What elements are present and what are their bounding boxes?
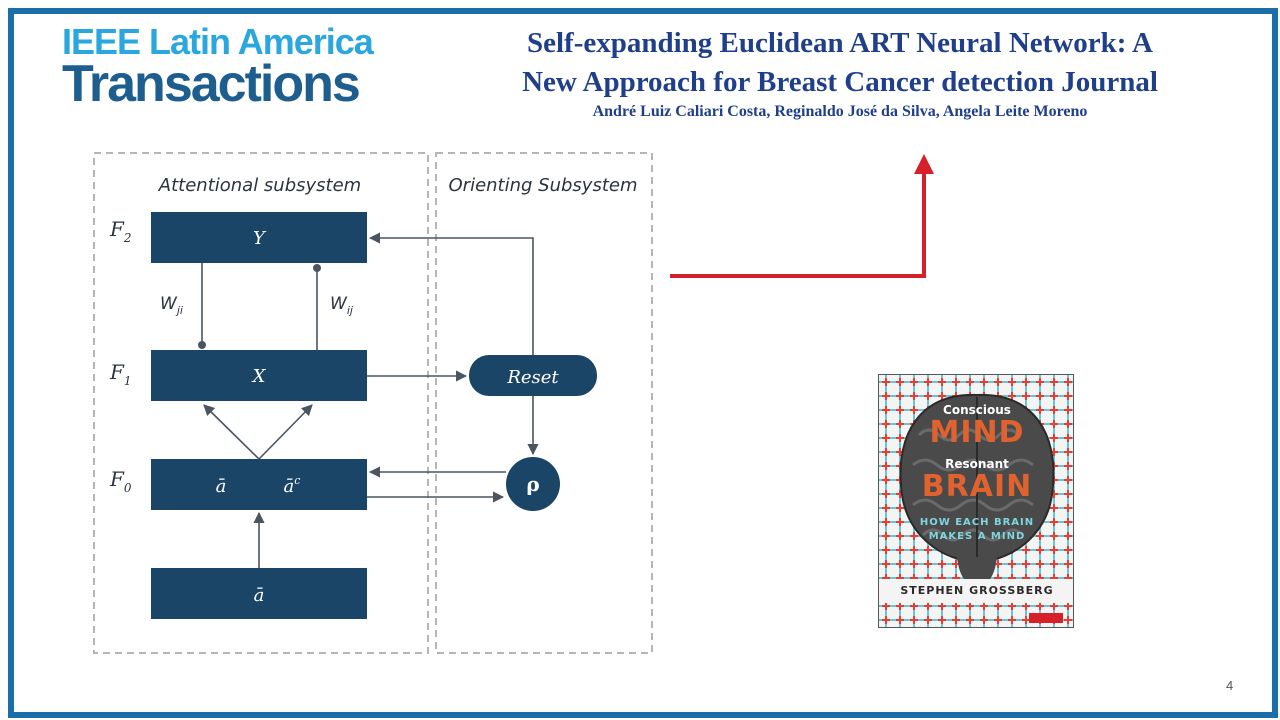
layer-f2-label: F2 bbox=[109, 217, 132, 245]
f0-box-label-a: ā bbox=[216, 476, 227, 497]
book-subtitle-1: HOW EACH BRAIN bbox=[919, 517, 1035, 528]
rho-label: ρ bbox=[526, 472, 539, 496]
weight-wji-label: Wji bbox=[160, 294, 183, 317]
orienting-subsystem-label: Orienting Subsystem bbox=[449, 175, 638, 196]
book-cover: Conscious MIND Resonant BRAIN HOW EACH B… bbox=[878, 374, 1074, 628]
title-block: Self-expanding Euclidean ART Neural Netw… bbox=[450, 24, 1230, 122]
input-box bbox=[151, 568, 367, 619]
red-pointer-arrow bbox=[670, 154, 934, 278]
book-word-conscious: Conscious bbox=[943, 403, 1011, 417]
layer-f0-label: F0 bbox=[109, 467, 132, 495]
f0-box bbox=[151, 459, 367, 510]
f1-box bbox=[151, 350, 367, 401]
logo-line-1: IEEE Latin America bbox=[62, 21, 374, 62]
arrow-f0-to-f1-right bbox=[258, 404, 313, 460]
layer-f1-label: F1 bbox=[109, 360, 132, 388]
f2-box-label: Y bbox=[253, 228, 267, 249]
reset-node bbox=[469, 355, 597, 396]
orienting-subsystem-region bbox=[435, 152, 653, 654]
f1-box-label: X bbox=[251, 366, 267, 387]
arrow-reset-to-f2 bbox=[368, 232, 534, 355]
logo-line-2: Transactions bbox=[62, 55, 361, 113]
ieee-logo: IEEE Latin America Transactions bbox=[62, 21, 374, 113]
book-word-mind: MIND bbox=[929, 415, 1025, 450]
attentional-subsystem-label: Attentional subsystem bbox=[158, 175, 361, 196]
rho-node bbox=[506, 457, 560, 511]
title-line-2: New Approach for Breast Cancer detection… bbox=[522, 66, 1158, 98]
authors: André Luiz Caliari Costa, Reginaldo José… bbox=[592, 103, 1088, 120]
book-subtitle-2: MAKES A MIND bbox=[928, 531, 1026, 542]
book-cover-art bbox=[879, 375, 1073, 627]
book-word-brain: BRAIN bbox=[921, 469, 1033, 504]
f0-box-label-ac: āc bbox=[284, 474, 301, 497]
reset-label: Reset bbox=[506, 367, 559, 388]
attentional-subsystem-region bbox=[93, 152, 429, 654]
weight-wij-label: Wij bbox=[330, 294, 354, 317]
book-word-resonant: Resonant bbox=[945, 457, 1009, 471]
page-number: 4 bbox=[1226, 678, 1234, 693]
input-box-label: ā bbox=[254, 585, 265, 606]
weight-wji-dot bbox=[198, 341, 206, 349]
title-line-1: Self-expanding Euclidean ART Neural Netw… bbox=[526, 27, 1154, 59]
arrow-f0-to-f1-left bbox=[203, 404, 260, 460]
f2-box bbox=[151, 212, 367, 263]
book-author: STEPHEN GROSSBERG bbox=[900, 584, 1054, 597]
weight-wij-dot bbox=[313, 264, 321, 272]
